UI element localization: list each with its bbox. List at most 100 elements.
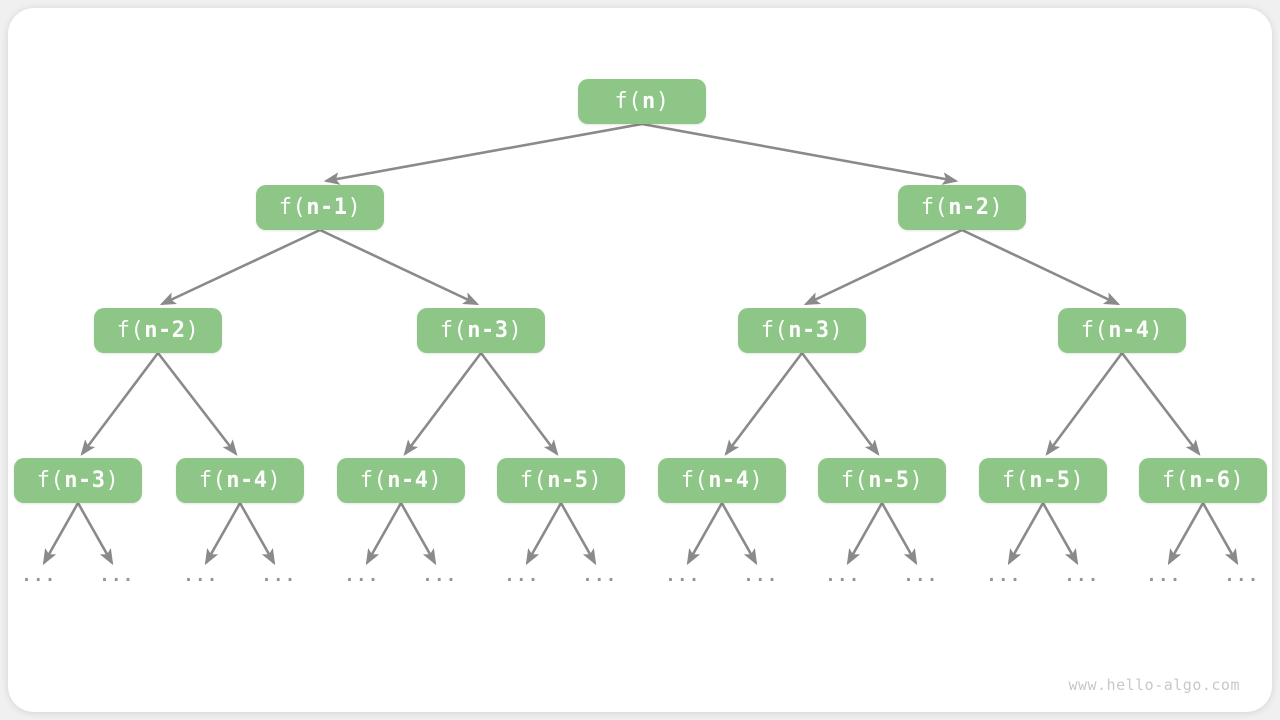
node-label-arg: n-3: [64, 468, 106, 493]
edge-arrow: [76, 502, 114, 566]
tree-node-root: f(n): [578, 79, 706, 124]
ellipsis-leaf: ...: [422, 566, 458, 586]
node-label: ): [989, 195, 1004, 220]
ellipsis-leaf: ...: [825, 566, 861, 586]
node-label: ): [749, 468, 764, 493]
ellipsis-leaf: ...: [99, 566, 135, 586]
ellipsis-leaf: ...: [504, 566, 540, 586]
node-label-arg: n-6: [1189, 468, 1231, 493]
watermark-text: www.hello-algo.com: [1068, 676, 1240, 694]
edge-arrow: [846, 502, 884, 566]
node-label: f(: [36, 468, 65, 493]
edge-arrow: [1167, 502, 1205, 566]
ellipsis-leaf: ...: [743, 566, 779, 586]
node-label: ): [1230, 468, 1245, 493]
edge-arrow: [319, 228, 480, 306]
node-label: ): [185, 318, 200, 343]
edge-arrow: [399, 502, 437, 566]
ellipsis-leaf: ...: [1224, 566, 1260, 586]
node-label: f(: [840, 468, 869, 493]
ellipsis-leaf: ...: [903, 566, 939, 586]
tree-node-l4-3: f(n-4): [337, 458, 465, 503]
edge-arrow: [800, 352, 880, 456]
node-label: ): [428, 468, 443, 493]
edge-arrow: [559, 502, 597, 566]
ellipsis-leaf: ...: [1146, 566, 1182, 586]
edge-arrow: [238, 502, 276, 566]
tree-node-l4-7: f(n-5): [979, 458, 1107, 503]
node-label: ): [347, 195, 362, 220]
edge-arrow: [1041, 502, 1079, 566]
ellipsis-leaf: ...: [183, 566, 219, 586]
edge-arrow: [323, 122, 643, 185]
edge-arrow: [724, 352, 804, 456]
node-label-arg: n-4: [387, 468, 429, 493]
node-label: ): [909, 468, 924, 493]
edge-arrow: [525, 502, 563, 566]
edge-arrow: [1120, 352, 1201, 456]
ellipsis-leaf: ...: [344, 566, 380, 586]
tree-node-l4-2: f(n-4): [176, 458, 304, 503]
tree-node-l4-1: f(n-3): [14, 458, 142, 503]
node-label-arg: n-4: [708, 468, 750, 493]
node-label: f(: [359, 468, 388, 493]
tree-node-l3-1: f(n-2): [94, 308, 222, 353]
node-label: f(: [1161, 468, 1190, 493]
edge-arrow: [365, 502, 403, 566]
node-label: ): [588, 468, 603, 493]
edge-arrow: [80, 352, 160, 456]
node-label: f(: [439, 318, 468, 343]
ellipsis-leaf: ...: [261, 566, 297, 586]
edge-arrow: [686, 502, 724, 566]
node-label: f(: [1080, 318, 1109, 343]
tree-node-l4-6: f(n-5): [818, 458, 946, 503]
edge-arrow: [641, 122, 959, 185]
edge-arrow: [1201, 502, 1239, 566]
edge-arrow: [479, 352, 559, 456]
tree-node-l4-4: f(n-5): [497, 458, 625, 503]
node-label: ): [829, 318, 844, 343]
node-label-arg: n-2: [948, 195, 990, 220]
node-label: f(: [278, 195, 307, 220]
node-label: f(: [198, 468, 227, 493]
edge-arrow: [880, 502, 918, 566]
node-label: f(: [920, 195, 949, 220]
node-label-arg: n-3: [788, 318, 830, 343]
node-label-arg: n-1: [306, 195, 348, 220]
node-label-arg: n-2: [144, 318, 186, 343]
edge-arrow: [204, 502, 242, 566]
edge-arrow: [159, 228, 321, 306]
node-label: ): [655, 89, 670, 114]
node-label: f(: [116, 318, 145, 343]
node-label: f(: [760, 318, 789, 343]
edge-arrow: [961, 228, 1121, 306]
node-label-arg: n-4: [1108, 318, 1150, 343]
node-label-arg: n-5: [547, 468, 589, 493]
node-label: f(: [519, 468, 548, 493]
node-label-arg: n-5: [1029, 468, 1071, 493]
edge-arrow: [42, 502, 80, 566]
tree-node-l4-5: f(n-4): [658, 458, 786, 503]
ellipsis-leaf: ...: [665, 566, 701, 586]
tree-node-l3-2: f(n-3): [417, 308, 545, 353]
tree-node-l2-right: f(n-2): [898, 185, 1026, 230]
tree-node-l3-3: f(n-3): [738, 308, 866, 353]
edge-arrow: [403, 352, 483, 456]
ellipsis-leaf: ...: [986, 566, 1022, 586]
node-label: ): [1070, 468, 1085, 493]
ellipsis-leaf: ...: [21, 566, 57, 586]
edge-arrow: [1045, 352, 1124, 456]
node-label-arg: n-5: [868, 468, 910, 493]
tree-node-l3-4: f(n-4): [1058, 308, 1186, 353]
edge-arrow: [1007, 502, 1045, 566]
node-label-arg: n-3: [467, 318, 509, 343]
node-label: f(: [614, 89, 642, 114]
ellipsis-leaf: ...: [1064, 566, 1100, 586]
tree-node-l2-left: f(n-1): [256, 185, 384, 230]
node-label: f(: [1001, 468, 1030, 493]
node-label: ): [105, 468, 120, 493]
edge-arrow: [156, 352, 238, 456]
tree-node-l4-8: f(n-6): [1139, 458, 1267, 503]
